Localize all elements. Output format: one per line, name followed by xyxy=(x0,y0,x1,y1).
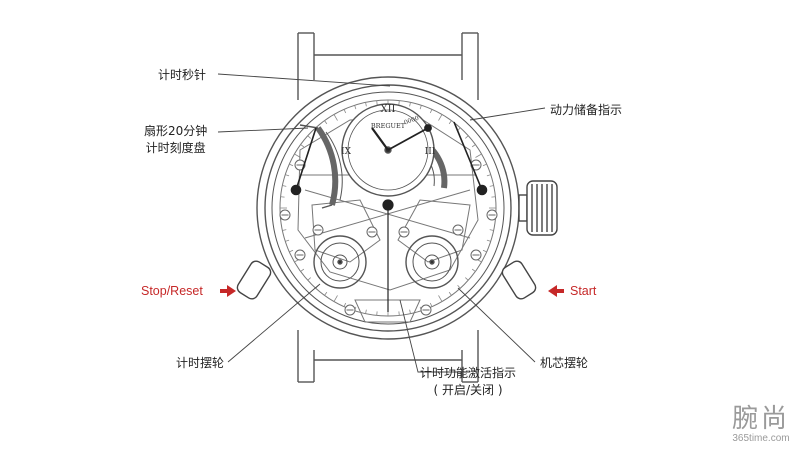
label-fan-counter-line2: 计时刻度盘 xyxy=(145,141,206,155)
dial-numeral-iii: III xyxy=(425,147,436,157)
minute-tick xyxy=(471,268,476,272)
label-chrono-activation-line2: ( 开启/关闭 ) xyxy=(433,383,503,397)
dial-numeral-xii: XII xyxy=(380,104,395,115)
movement-screws xyxy=(279,159,498,316)
minute-tick xyxy=(307,277,311,281)
minute-tick xyxy=(471,144,476,148)
watch-strap-bottom xyxy=(297,330,479,383)
arrow-stop-reset-icon xyxy=(227,285,236,297)
minute-tick xyxy=(465,135,469,139)
label-chrono-balance: 计时摆轮 xyxy=(176,356,225,370)
minute-tick xyxy=(333,295,338,302)
dial-serial: 0000 xyxy=(403,115,420,127)
minute-tick xyxy=(448,291,452,296)
minute-tick xyxy=(486,239,491,242)
arrow-start-stem xyxy=(556,289,564,293)
minute-tick xyxy=(324,291,328,296)
hour-hand xyxy=(371,127,389,151)
minute-tick xyxy=(289,249,294,253)
minute-tick xyxy=(365,102,367,107)
crown xyxy=(518,180,558,236)
pusher-stop-reset xyxy=(236,260,272,300)
minute-tick xyxy=(409,309,411,314)
label-fan-counter: 扇形20分钟 计时刻度盘 xyxy=(144,122,207,156)
minute-tick xyxy=(365,309,367,314)
minute-tick xyxy=(324,120,328,125)
label-chrono-activation: 计时功能激活指示 ( 开启/关闭 ) xyxy=(420,364,516,398)
label-power-reserve: 动力储备指示 xyxy=(550,103,623,117)
watermark-site: 365time.com xyxy=(732,433,790,444)
minute-tick xyxy=(419,105,422,110)
fan-20-minute-counter xyxy=(299,124,343,209)
pusher-start xyxy=(501,260,537,300)
power-reserve-hand xyxy=(453,121,488,196)
minute-tick xyxy=(489,229,494,231)
watch-case-inner xyxy=(271,91,505,325)
minute-tick xyxy=(300,268,305,272)
fan-counter-hand xyxy=(290,127,317,196)
minute-tick xyxy=(486,174,491,177)
label-stop-reset: Stop/Reset xyxy=(141,284,203,298)
chrono-balance-wheel xyxy=(313,235,367,289)
minute-tick xyxy=(409,102,411,107)
minute-tick xyxy=(457,285,461,289)
minute-tick xyxy=(489,185,494,187)
label-chrono-seconds-hand: 计时秒针 xyxy=(158,68,207,82)
minute-tick xyxy=(429,109,433,114)
minute-tick xyxy=(475,153,482,158)
minute-tick xyxy=(343,109,347,114)
minute-tick xyxy=(482,249,487,253)
minute-tick xyxy=(343,302,347,307)
watch-strap-top xyxy=(297,32,479,100)
minute-tick xyxy=(282,185,287,187)
minute-tick xyxy=(300,144,305,148)
label-chrono-activation-line1: 计时功能激活指示 xyxy=(420,366,517,380)
minute-tick xyxy=(482,163,487,167)
minute-tick xyxy=(285,174,290,177)
label-start: Start xyxy=(570,284,597,298)
watermark-name: 腕尚 xyxy=(731,404,790,434)
leader-lines xyxy=(217,73,546,373)
minute-tick xyxy=(429,302,433,307)
arrow-start-icon xyxy=(548,285,557,297)
minute-tick xyxy=(448,120,452,125)
minute-tick xyxy=(438,114,443,121)
label-fan-counter-line1: 扇形20分钟 xyxy=(144,124,208,138)
minute-tick xyxy=(285,239,290,242)
minute-tick xyxy=(307,135,311,139)
minute-tick xyxy=(333,114,338,121)
minute-tick xyxy=(465,277,469,281)
movement-balance-wheel xyxy=(405,235,459,289)
watch-case-bezel xyxy=(264,84,512,332)
minute-tick xyxy=(289,163,294,167)
dial-brand: BREGUET xyxy=(371,122,406,130)
label-movement-balance: 机芯摆轮 xyxy=(540,356,589,370)
minute-hand xyxy=(387,124,432,151)
watermark: 腕尚 365time.com xyxy=(732,405,790,444)
dial-numeral-ix: IX xyxy=(341,147,352,157)
chrono-seconds-hand xyxy=(382,199,394,312)
minute-tick xyxy=(282,229,287,231)
arrow-stop-reset-stem xyxy=(220,289,228,293)
minute-tick xyxy=(438,295,443,302)
minute-tick xyxy=(354,105,357,110)
